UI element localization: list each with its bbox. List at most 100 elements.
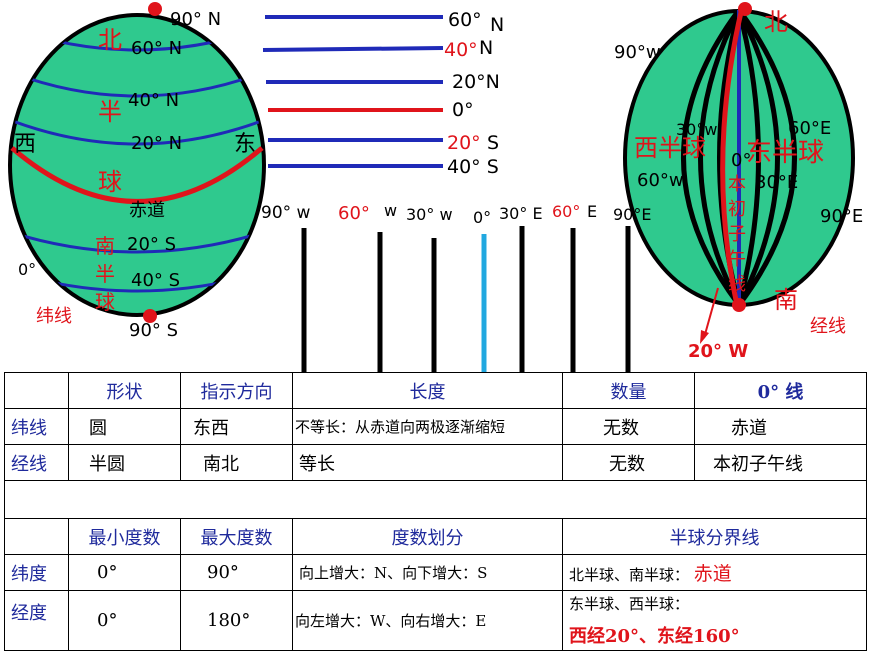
caption-longitude: 经线 — [810, 316, 846, 337]
label-0-r: 0° — [731, 150, 752, 171]
lat-label-20s-s: S — [487, 132, 500, 154]
label-ball: 球 — [98, 168, 122, 196]
table-header-shape: 形状 — [68, 372, 181, 409]
label-half: 半 — [98, 98, 122, 126]
label-north: 北 — [98, 26, 122, 54]
mer-label-0: 0° — [473, 208, 492, 227]
table-row-label: 纬度 — [4, 554, 69, 591]
boundary-ns-text: 北半球、南半球： — [569, 566, 690, 584]
label-90e-r: 90°E — [820, 206, 864, 227]
table-header-division: 度数划分 — [292, 518, 563, 555]
label-0deg: 0° — [18, 260, 37, 279]
label-prime-1: 本 — [728, 174, 746, 195]
label-prime-2: 初 — [728, 199, 746, 220]
label-20n: 20° N — [131, 133, 183, 154]
boundary-20w-160e — [720, 7, 745, 306]
mer-label-60e-e: E — [587, 202, 598, 221]
table-row-latitude-line: 纬线 圆 东西 不等长：从赤道向两极逐渐缩短 无数 赤道 — [4, 408, 867, 445]
table-cell: 向左增大：W、向右增大：E — [292, 590, 563, 651]
table-spacer-row — [4, 480, 867, 519]
table-cell — [4, 480, 867, 519]
label-pointer-20w: 20° W — [688, 341, 749, 362]
table-cell: 东西 — [180, 408, 293, 445]
lat-label-40-n: N — [479, 37, 494, 59]
table-cell: 180° — [180, 590, 293, 651]
label-60e-r: 60°E — [788, 118, 832, 139]
table-header-row-1: 形状 指示方向 长度 数量 0° 线 — [4, 372, 867, 409]
pointer-arrow — [703, 287, 719, 339]
label-east: 东 — [234, 132, 257, 157]
label-prime-4: 午 — [728, 249, 746, 270]
right-globe — [623, 2, 855, 344]
table-row-label: 纬线 — [4, 408, 69, 445]
table-cell: 0° — [68, 554, 181, 591]
table-row-latitude: 纬度 0° 90° 向上增大：N、向下增大：S 北半球、南半球： 赤道 — [4, 554, 867, 591]
boundary-ew-value: 西经20°、东经160° — [569, 626, 740, 647]
label-half-s: 半 — [95, 262, 115, 286]
table-header-min: 最小度数 — [68, 518, 181, 555]
lat-label-40s: 40° S — [447, 156, 499, 178]
summary-table: 形状 指示方向 长度 数量 0° 线 纬线 圆 东西 不等长：从赤道向两极逐渐缩… — [4, 372, 867, 651]
table-cell: 本初子午线 — [694, 444, 867, 481]
label-90w-r: 90°w — [614, 42, 661, 63]
north-pole-dot — [148, 2, 162, 16]
table-header-count: 数量 — [562, 372, 695, 409]
table-row-longitude-line: 经线 半圆 南北 等长 无数 本初子午线 — [4, 444, 867, 481]
table-cell: 赤道 — [694, 408, 867, 445]
mer-label-30w: 30° w — [406, 205, 453, 224]
mer-label-60e: 60° — [552, 202, 581, 221]
table-cell: 半圆 — [68, 444, 181, 481]
label-north-r: 北 — [764, 8, 788, 36]
table-header-max: 最大度数 — [180, 518, 293, 555]
table-cell: 北半球、南半球： 赤道 — [562, 554, 867, 591]
table-header-zero-line: 0° 线 — [694, 372, 867, 409]
mer-label-30e: 30° E — [499, 204, 543, 223]
label-30w-r: 30°w — [676, 120, 718, 139]
lat-label-60: 60° — [448, 9, 482, 31]
meridian-bars — [301, 226, 631, 372]
table-header-boundary: 半球分界线 — [562, 518, 867, 555]
lat-label-20s: 20° — [447, 132, 481, 154]
label-90n: 90° N — [170, 9, 222, 30]
label-30e-r: 30°E — [755, 172, 799, 193]
label-prime-3: 子 — [728, 224, 746, 245]
table-cell: 不等长：从赤道向两极逐渐缩短 — [292, 408, 563, 445]
lat-label-20n: 20°N — [452, 71, 500, 93]
latitude-lines — [262, 15, 444, 168]
label-60w-r: 60°w — [637, 170, 684, 191]
lat-label-40: 40° — [444, 39, 478, 61]
label-east-hemisphere: 东半球 — [746, 138, 825, 168]
table-header-length: 长度 — [292, 372, 563, 409]
left-globe — [8, 2, 266, 323]
label-west: 西 — [14, 132, 37, 157]
table-cell — [4, 518, 69, 555]
table-header-row-2: 最小度数 最大度数 度数划分 半球分界线 — [4, 518, 867, 555]
table-cell — [4, 372, 69, 409]
label-60n: 60° N — [131, 38, 183, 59]
boundary-ns-value: 赤道 — [693, 563, 732, 585]
lat-label-0: 0° — [452, 99, 474, 121]
table-row-label: 经线 — [4, 444, 69, 481]
south-pole-dot — [143, 309, 157, 323]
table-cell: 无数 — [562, 408, 695, 445]
table-cell: 等长 — [292, 444, 563, 481]
mer-label-90w: 90° w — [261, 203, 311, 223]
latitude-longitude-diagram — [8, 2, 855, 372]
label-40n: 40° N — [128, 90, 180, 111]
table-cell: 南北 — [180, 444, 293, 481]
table-cell: 无数 — [562, 444, 695, 481]
label-ball-s: 球 — [95, 290, 115, 314]
table-cell: 90° — [180, 554, 293, 591]
mer-label-60-w: w — [384, 201, 398, 220]
lat-line-40n — [10, 70, 264, 98]
label-prime-5: 线 — [728, 274, 746, 295]
table-row-longitude: 经度 0° 180° 向左增大：W、向右增大：E 东半球、西半球： 西经20°、… — [4, 590, 867, 651]
table-cell: 向上增大：N、向下增大：S — [292, 554, 563, 591]
lat-line-20s — [10, 230, 264, 254]
table-row-label: 经度 — [4, 590, 69, 651]
lat-line-20n — [10, 118, 264, 146]
lat-label-60-n: N — [490, 14, 505, 36]
mer-label-90e: 90°E — [613, 205, 652, 224]
label-south-r: 南 — [774, 286, 798, 314]
label-south: 南 — [95, 234, 115, 258]
